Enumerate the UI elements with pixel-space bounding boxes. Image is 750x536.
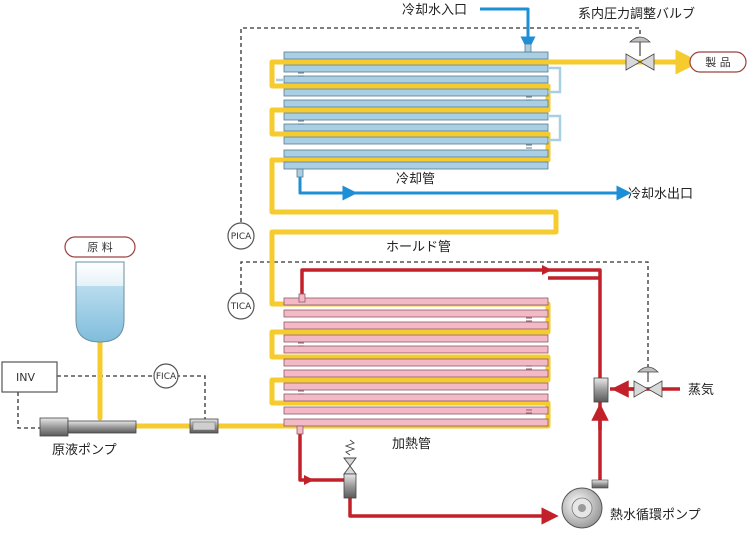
raw-material-label: 原 料 bbox=[87, 240, 113, 254]
product-badge bbox=[689, 51, 747, 73]
hot-water-inlet-nozzle bbox=[298, 293, 306, 303]
hot-water-pump-label: 熱水循環ポンプ bbox=[610, 508, 701, 523]
pressure-valve-icon bbox=[625, 36, 655, 71]
pressure-valve-label: 系内圧力調整バルブ bbox=[578, 6, 695, 22]
pica-instrument bbox=[227, 222, 255, 250]
hot-water-pump-icon bbox=[561, 479, 609, 529]
cooling-inlet-nozzle bbox=[524, 43, 532, 53]
steam-label: 蒸気 bbox=[688, 382, 714, 398]
hot-water-outlet-nozzle bbox=[296, 425, 304, 435]
inverter-label: INV bbox=[16, 371, 35, 384]
cooling-jacket-connectors bbox=[298, 72, 532, 149]
steam-mixer-icon bbox=[593, 377, 609, 403]
relief-valve-icon bbox=[343, 439, 357, 475]
inverter-box bbox=[1, 361, 58, 393]
tica-instrument bbox=[227, 292, 255, 320]
cooling-water-loop bbox=[276, 66, 562, 142]
product-label: 製 品 bbox=[705, 55, 731, 69]
raw-material-tank bbox=[75, 261, 125, 343]
flow-meter-icon bbox=[189, 418, 219, 434]
raw-material-badge bbox=[64, 236, 136, 258]
tica-label: TICA bbox=[230, 302, 252, 312]
hold-tube-label: ホールド管 bbox=[386, 240, 451, 255]
heating-jacket-connectors bbox=[298, 317, 532, 414]
cooling-water-lines bbox=[298, 7, 632, 201]
hot-water-arrow-top bbox=[542, 265, 552, 275]
heating-tube-bank bbox=[283, 297, 549, 427]
hot-water-arrow-left bbox=[304, 475, 314, 485]
feed-pump-label: 原液ポンプ bbox=[52, 443, 117, 458]
cooling-water-outlet-label: 冷却水出口 bbox=[628, 187, 693, 202]
cooling-water-inlet-label: 冷却水入口 bbox=[402, 3, 467, 18]
feed-pump-icon bbox=[39, 417, 137, 437]
steam-valve-icon bbox=[633, 366, 663, 398]
fica-instrument bbox=[153, 363, 179, 389]
heating-tube-label: 加熱管 bbox=[392, 437, 431, 452]
fica-label: FICA bbox=[156, 372, 177, 382]
signal-lines bbox=[17, 27, 649, 429]
expansion-vessel-icon bbox=[343, 473, 357, 499]
cooling-tube-label: 冷却管 bbox=[396, 172, 435, 187]
pica-label: PICA bbox=[231, 232, 252, 242]
hot-water-lines bbox=[298, 268, 680, 525]
cooling-outlet-nozzle bbox=[296, 168, 304, 178]
